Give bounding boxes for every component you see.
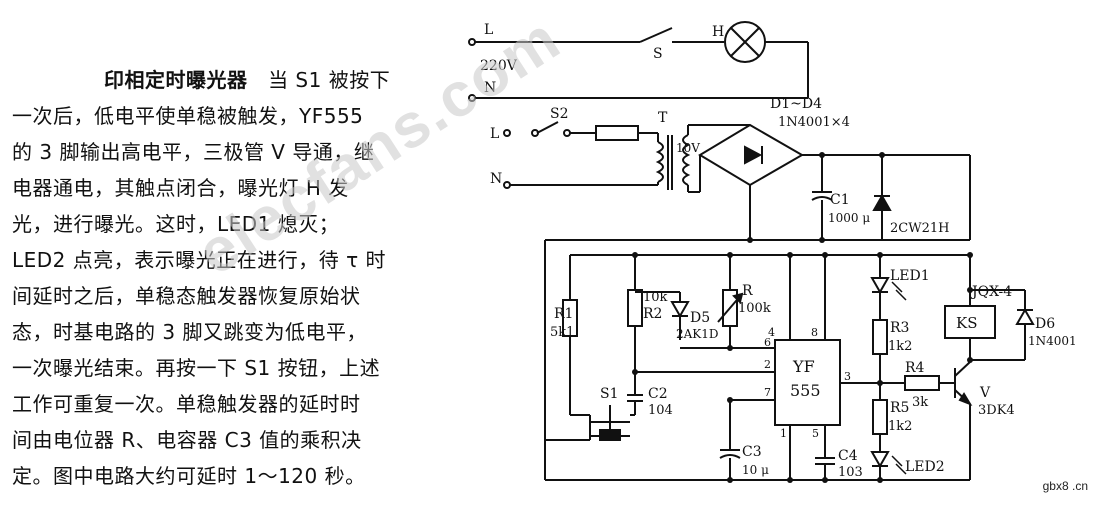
label-l-top: L bbox=[484, 22, 493, 38]
label-ic-555: 555 bbox=[790, 381, 821, 400]
label-d6: D6 bbox=[1035, 316, 1055, 332]
article-line-10: 间由电位器 R、电容器 C3 值的乘积决 bbox=[12, 428, 362, 452]
label-lamp-h: H bbox=[712, 24, 724, 40]
label-relay-ks: KS bbox=[956, 314, 977, 332]
label-c1: C1 bbox=[830, 192, 850, 208]
junction-dots bbox=[632, 152, 973, 483]
label-1n4001x4: 1N4001×4 bbox=[778, 115, 850, 130]
label-pin-7: 7 bbox=[764, 386, 771, 399]
label-3dk4: 3DK4 bbox=[978, 403, 1015, 418]
article-line-8: 一次曝光结束。再按一下 S1 按钮，上述 bbox=[12, 356, 381, 380]
label-ic-yf: YF bbox=[792, 357, 815, 376]
label-c2: C2 bbox=[648, 386, 668, 402]
label-s2: S2 bbox=[550, 106, 569, 122]
label-pin-5: 5 bbox=[812, 427, 819, 440]
label-switch-s: S bbox=[653, 46, 663, 62]
control-board bbox=[544, 239, 1035, 481]
label-pin-4: 4 bbox=[768, 326, 775, 339]
label-transformer-t: T bbox=[658, 110, 668, 126]
label-r5: R5 bbox=[890, 400, 909, 416]
article-line-5: LED2 点亮，表示曝光正在进行，待 τ 时 bbox=[12, 248, 387, 272]
article-line-0-text: 当 S1 被按下 bbox=[268, 68, 391, 92]
label-r4: R4 bbox=[905, 360, 925, 376]
article-line-9: 工作可重复一次。单稳触发器的延时时 bbox=[12, 392, 361, 416]
label-led1: LED1 bbox=[890, 268, 930, 284]
article-line-6: 间延时之后，单稳态触发器恢复原始状 bbox=[12, 284, 361, 308]
label-n-top: N bbox=[484, 80, 496, 96]
mains-lamp-circuit bbox=[468, 21, 809, 102]
label-c3-value: 10 μ bbox=[742, 463, 769, 477]
article-title: 印相定时曝光器 bbox=[104, 68, 248, 92]
label-jqx4: JQX-4 bbox=[970, 284, 1012, 300]
label-led2: LED2 bbox=[905, 459, 945, 475]
label-d1-d4: D1~D4 bbox=[770, 96, 822, 112]
bridge-rectifier bbox=[688, 123, 971, 241]
label-2ak1d: 2AK1D bbox=[676, 327, 719, 341]
label-pin-2: 2 bbox=[764, 358, 771, 371]
label-r4-value: 3k bbox=[912, 395, 928, 410]
label-c1-value: 1000 μ bbox=[828, 211, 870, 225]
circuit-schematic: L 220V N S H S2 L N T 10V D1~D4 1N4001×4… bbox=[468, 21, 1077, 483]
label-2cw21h: 2CW21H bbox=[890, 221, 949, 236]
label-pot-r: R bbox=[742, 283, 753, 299]
label-pin-6: 6 bbox=[764, 336, 771, 349]
label-r1-value: 5k1 bbox=[550, 325, 574, 340]
label-r3-value: 1k2 bbox=[888, 339, 912, 354]
article-line-3: 电器通电，其触点闭合，曝光灯 H 发 bbox=[12, 176, 349, 200]
label-pot-value: 100k bbox=[738, 301, 771, 316]
article-line-4: 光，进行曝光。这时，LED1 熄灭； bbox=[12, 212, 340, 236]
label-c4-value: 103 bbox=[838, 465, 863, 480]
label-r2: R2 bbox=[643, 306, 662, 322]
article-line-11: 定。图中电路大约可延时 1～120 秒。 bbox=[12, 464, 366, 488]
label-220v: 220V bbox=[480, 58, 518, 74]
label-transistor-v: V bbox=[979, 385, 991, 401]
transformer-primary-circuit bbox=[503, 121, 691, 192]
label-r5-value: 1k2 bbox=[888, 419, 912, 434]
article-line-0: 印相定时曝光器 当 S1 被按下 bbox=[12, 62, 442, 98]
site-tag: gbx8 .cn bbox=[1042, 479, 1088, 493]
label-10v: 10V bbox=[676, 141, 700, 155]
label-c3: C3 bbox=[742, 444, 762, 460]
label-pin-3: 3 bbox=[844, 370, 851, 383]
led-arrows bbox=[891, 281, 907, 475]
article-line-7: 态，时基电路的 3 脚又跳变为低电平， bbox=[12, 320, 367, 344]
label-r1: R1 bbox=[554, 306, 573, 322]
label-n-mid: N bbox=[490, 171, 502, 187]
label-c2-value: 104 bbox=[648, 403, 673, 418]
article-line-1: 一次后，低电平使单稳被触发，YF555 bbox=[12, 104, 364, 128]
label-r3: R3 bbox=[890, 320, 909, 336]
label-c4: C4 bbox=[838, 448, 858, 464]
label-pin-1: 1 bbox=[780, 427, 787, 440]
label-s1: S1 bbox=[600, 386, 619, 402]
label-d6-part: 1N4001 bbox=[1028, 334, 1077, 348]
article-line-2: 的 3 脚输出高电平，三极管 V 导通，继 bbox=[12, 140, 375, 164]
label-l-mid: L bbox=[490, 126, 499, 142]
article-text: 印相定时曝光器 当 S1 被按下 一次后，低电平使单稳被触发，YF555 的 3… bbox=[12, 62, 442, 494]
label-pin-8: 8 bbox=[811, 326, 818, 339]
label-r2-value: 10k bbox=[643, 290, 668, 305]
label-d5: D5 bbox=[690, 310, 710, 326]
